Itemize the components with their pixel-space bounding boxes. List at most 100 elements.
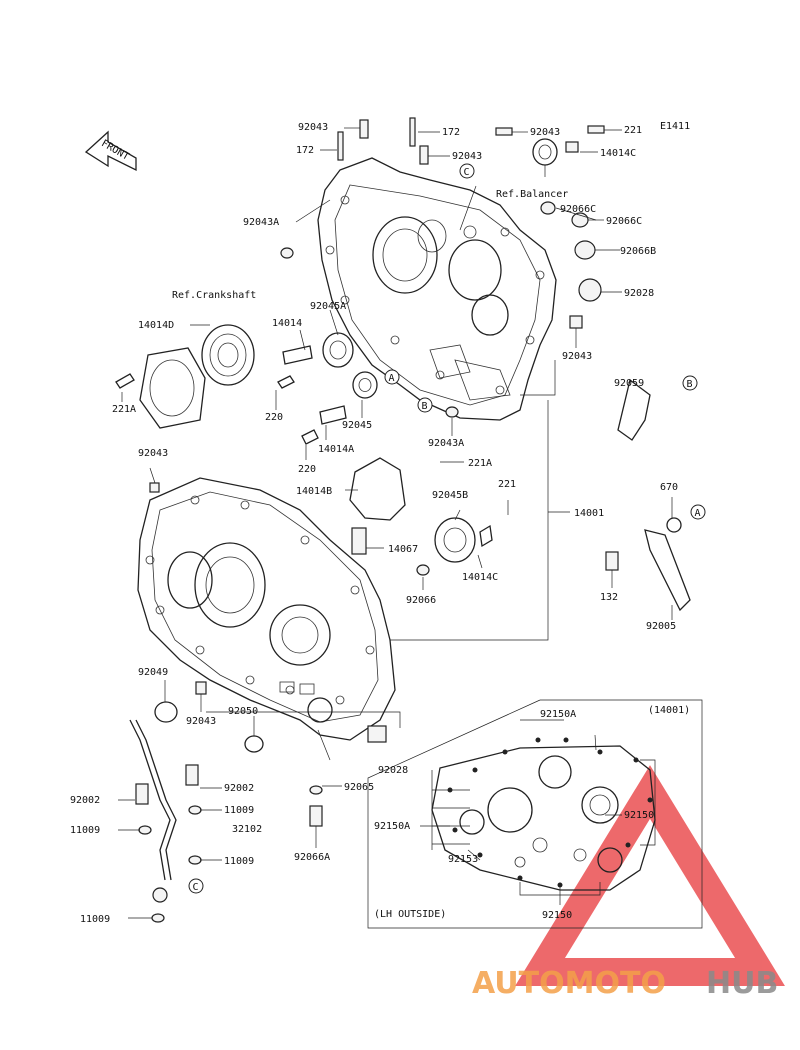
diagram-code: E1411 xyxy=(660,121,690,132)
svg-text:A: A xyxy=(389,373,395,384)
ref-crankshaft-label: Ref.Crankshaft xyxy=(172,290,256,301)
part-label: 92066 xyxy=(406,595,436,606)
part-label: 92043 xyxy=(298,122,328,133)
watermark-logo xyxy=(515,765,785,986)
part-label: 221A xyxy=(112,404,136,415)
o-ring-670 xyxy=(666,517,682,533)
part-92059 xyxy=(617,378,651,441)
part-label: 92043 xyxy=(562,351,592,362)
part-label: 92043 xyxy=(452,151,482,162)
part-label: 11009 xyxy=(70,825,100,836)
watermark-triangle xyxy=(515,765,785,986)
part-label: 92066A xyxy=(294,852,330,863)
bearing-retainer-a xyxy=(319,405,347,425)
bearing-92045b xyxy=(434,517,476,563)
part-label: 14014D xyxy=(138,320,174,331)
part-label: 92005 xyxy=(646,621,676,632)
svg-text:A: A xyxy=(695,508,701,519)
lower-parts-group xyxy=(129,457,493,923)
part-label: 11009 xyxy=(224,856,254,867)
oil-seal-plate xyxy=(139,347,206,429)
part-label: 14014 xyxy=(272,318,302,329)
callout-c-pipe: C xyxy=(188,878,204,894)
ref-balancer-label: Ref.Balancer xyxy=(496,189,568,200)
part-14067 xyxy=(351,527,367,555)
crankshaft-bearing xyxy=(201,324,255,386)
part-label: 92065 xyxy=(344,782,374,793)
svg-text:B: B xyxy=(422,401,428,412)
inset-crankcase-outline xyxy=(431,745,656,891)
callout-a-case: A xyxy=(384,369,400,385)
watermark-text: AUTOMOTO HUB xyxy=(472,966,778,1001)
callout-c-top: C xyxy=(459,163,475,179)
callout-markers: C A B B A C xyxy=(188,163,706,894)
watermark-text-part2: HUB xyxy=(706,966,778,1001)
part-label: 132 xyxy=(600,592,618,603)
part-label: 221 xyxy=(624,125,642,136)
part-label: 92045B xyxy=(432,490,468,501)
svg-text:C: C xyxy=(193,882,199,893)
part-label: 92066B xyxy=(620,246,656,257)
part-label: 14014C xyxy=(600,148,636,159)
part-label: 92050 xyxy=(228,706,258,717)
part-label: 92045 xyxy=(342,420,372,431)
part-label: 14001 xyxy=(574,508,604,519)
callout-a-oring: A xyxy=(690,504,706,520)
part-label: 92045A xyxy=(310,301,346,312)
front-arrow: FRONT xyxy=(84,130,137,172)
inset-code-label: (14001) xyxy=(648,705,690,716)
callout-b-case: B xyxy=(417,397,433,413)
part-label: 11009 xyxy=(224,805,254,816)
inset-caption-label: (LH OUTSIDE) xyxy=(374,909,446,920)
leader-lines xyxy=(118,127,673,919)
bearing-92045a xyxy=(322,332,354,368)
part-label: 172 xyxy=(296,145,314,156)
part-label: 14014C xyxy=(462,572,498,583)
part-label: 221A xyxy=(468,458,492,469)
part-label: 92049 xyxy=(138,667,168,678)
bearing-retainer xyxy=(282,345,313,365)
part-label: 92002 xyxy=(70,795,100,806)
part-label: 92028 xyxy=(624,288,654,299)
svg-text:C: C xyxy=(464,167,470,178)
part-label: 92150 xyxy=(624,810,654,821)
part-label: 92066C xyxy=(560,204,596,215)
bearing-92045 xyxy=(352,371,378,399)
part-label: 221 xyxy=(498,479,516,490)
part-label: 220 xyxy=(265,412,283,423)
balancer-parts-group xyxy=(280,117,605,418)
part-label: 14014B xyxy=(296,486,332,497)
part-label: 32102 xyxy=(232,824,262,835)
callout-b-strainer: B xyxy=(682,375,698,391)
left-crankcase-half xyxy=(137,477,396,741)
part-label: 11009 xyxy=(80,914,110,925)
gasket-14014b xyxy=(349,457,406,521)
balancer-bearing xyxy=(532,138,558,166)
part-label: 92150A xyxy=(374,821,410,832)
part-label: 92002 xyxy=(224,783,254,794)
part-label: 92028 xyxy=(378,765,408,776)
part-label: 92043 xyxy=(138,448,168,459)
part-label: 92150 xyxy=(542,910,572,921)
part-label: 92066C xyxy=(606,216,642,227)
part-label: 92150A xyxy=(540,709,576,720)
crankshaft-bearing-group xyxy=(115,324,378,445)
inset-lh-outside xyxy=(367,699,703,929)
oil-filter-92005 xyxy=(644,529,691,612)
part-label: 92043 xyxy=(530,127,560,138)
part-label: 14014A xyxy=(318,444,354,455)
oil-strainer-group xyxy=(605,378,691,612)
part-label: 670 xyxy=(660,482,678,493)
watermark-text-part1: AUTOMOTO xyxy=(472,966,666,1001)
part-label: 14067 xyxy=(388,544,418,555)
part-label: 92153 xyxy=(448,854,478,865)
part-label: 220 xyxy=(298,464,316,475)
svg-text:B: B xyxy=(687,379,693,390)
part-label: 92043A xyxy=(428,438,464,449)
part-label: 92043 xyxy=(186,716,216,727)
part-label: 172 xyxy=(442,127,460,138)
part-label: 92059 xyxy=(614,378,644,389)
part-label: 92043A xyxy=(243,217,279,228)
